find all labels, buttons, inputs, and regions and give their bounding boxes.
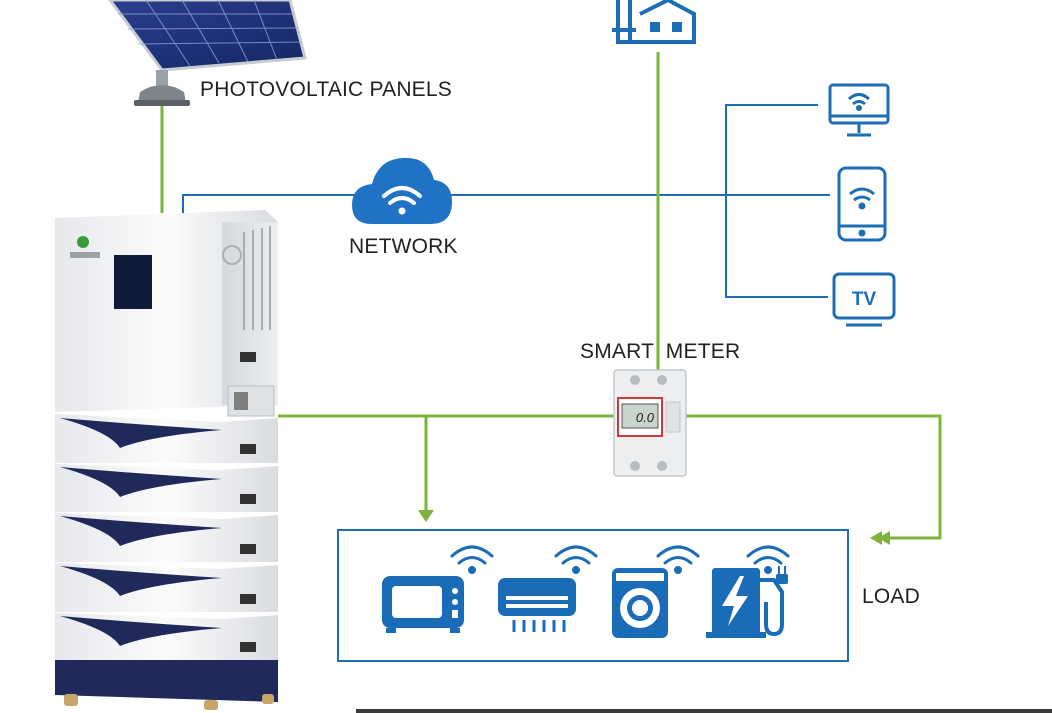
data-lines: [182, 104, 830, 298]
microwave-icon: [382, 576, 464, 633]
battery-module: [55, 513, 278, 562]
network-label: NETWORK: [349, 235, 458, 258]
ev-charger-icon: [706, 566, 788, 638]
phone-wifi-icon: [837, 166, 887, 242]
monitor-wifi-icon: [828, 83, 890, 137]
arrow-down-icon: [418, 510, 434, 522]
network-line: [182, 194, 830, 218]
tv-icon: TV: [832, 272, 896, 327]
battery-cabinet: [55, 210, 278, 710]
power-lines: [160, 52, 942, 540]
grid-tower-icon: [612, 0, 696, 44]
inverter-display: [114, 255, 152, 309]
arrow-heads: [418, 510, 890, 545]
photovoltaic-panels-label: PHOTOVOLTAIC PANELS: [200, 78, 452, 101]
arrow-left-icon: [878, 531, 890, 545]
load-label: LOAD: [862, 585, 920, 608]
meter-out-line: [686, 414, 942, 540]
power-indicator-icon: [77, 236, 89, 248]
meter-reading: 0.0: [636, 410, 655, 425]
smart-meter-label: SMART METER: [580, 340, 741, 363]
washing-machine-icon: [612, 568, 668, 638]
battery-module: [55, 613, 278, 660]
arrow-left-icon: [870, 531, 882, 545]
cloud-wifi-icon: [352, 157, 452, 224]
solar-panel-icon: [108, 0, 307, 106]
battery-module: [55, 464, 278, 512]
battery-module: [55, 563, 278, 612]
wifi-icon: [450, 545, 494, 574]
air-conditioner-icon: [498, 578, 576, 632]
smart-meter-icon: 0.0: [613, 369, 687, 477]
device-branch-line: [725, 104, 828, 298]
tv-label: TV: [852, 289, 877, 310]
battery-module: [55, 414, 278, 463]
wifi-icon: [554, 545, 598, 574]
wifi-icon: [656, 545, 700, 574]
load-box: [337, 529, 849, 662]
bottom-strip: [356, 709, 1052, 713]
wifi-icon: [746, 545, 790, 574]
